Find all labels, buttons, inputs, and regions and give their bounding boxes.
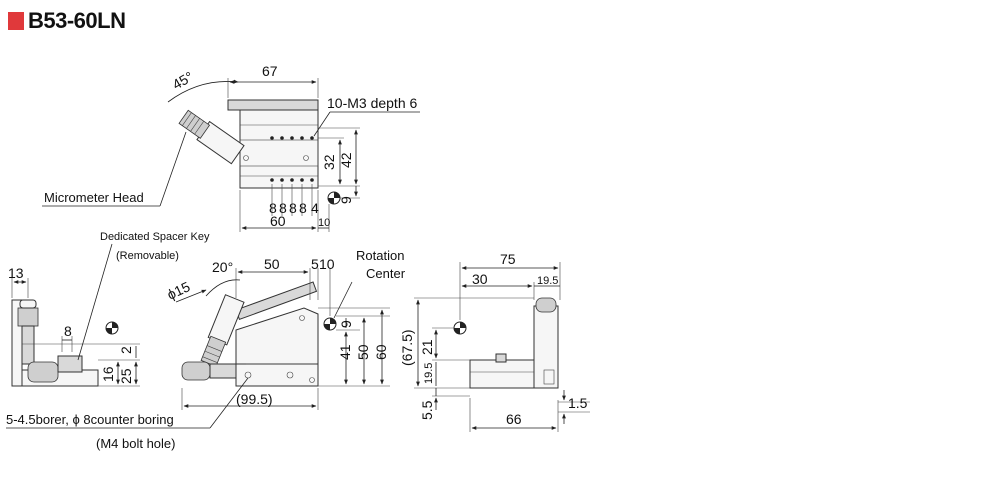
right-w75-label: 75: [500, 251, 516, 267]
right-w66-label: 66: [506, 411, 522, 427]
right-h195-label: 19.5: [423, 363, 435, 384]
right-base-plate: [469, 359, 535, 389]
left-view: 13 8 2 16 25 Dedicated Spacer Key (Remov…: [8, 231, 210, 387]
center-label: Center: [366, 266, 406, 281]
right-w15-label: 1.5: [568, 395, 588, 411]
page-title: B53-60LN: [28, 8, 126, 33]
top-h42-label: 42: [338, 152, 354, 168]
left-micrometer-knurl: [17, 307, 39, 327]
top-pitch-4: 8: [299, 200, 307, 216]
right-h55-label: 5.5: [419, 400, 435, 420]
right-micrometer-knurl: [535, 297, 557, 313]
title-marker-icon: [8, 12, 24, 30]
front-w10-label: 10: [319, 256, 335, 272]
front-angle-label: 20°: [212, 259, 233, 275]
top-center-marker-icon: [327, 191, 341, 205]
bolt-label: (M4 bolt hole): [96, 436, 175, 451]
top-width-label: 67: [262, 63, 278, 79]
front-w5-label: 5: [311, 256, 319, 272]
front-h50-label: 50: [355, 344, 371, 360]
micrometer-head-label: Micrometer Head: [44, 190, 144, 205]
front-w995-label: (99.5): [236, 391, 273, 407]
left-h16-label: 16: [100, 366, 116, 382]
top-pitch-5: 4: [311, 200, 319, 216]
front-drive-knob: [181, 361, 211, 381]
right-vertical-plate: [533, 305, 559, 389]
front-h9-label: 9: [338, 320, 354, 328]
left-h2-label: 2: [118, 346, 134, 354]
front-micrometer-head: [200, 294, 245, 367]
top-pitch-1: 8: [269, 200, 277, 216]
top-w10-label: 10: [318, 217, 330, 229]
front-view: 20° ϕ15 50 5 10 Rotation Center 9 41 50 …: [6, 248, 406, 451]
right-center-marker-icon: [453, 321, 467, 335]
front-w50-label: 50: [264, 256, 280, 272]
top-micrometer-head: [178, 109, 245, 165]
title-block: B53-60LN: [8, 8, 126, 34]
right-w195-label: 19.5: [537, 275, 558, 287]
left-h25-label: 25: [118, 368, 134, 384]
top-view: 45° 67 10-M3 depth 6 32 42 9 8 8 8 8: [42, 63, 420, 232]
top-pitch-2: 8: [279, 200, 287, 216]
top-pitch-3: 8: [289, 200, 297, 216]
top-h32-label: 32: [321, 154, 337, 170]
top-holes-label: 10-M3 depth 6: [327, 95, 417, 111]
spacer-key-label: Dedicated Spacer Key: [100, 231, 210, 243]
top-stage-slide: [239, 139, 319, 167]
left-d8-label: 8: [64, 323, 72, 339]
top-h9-label: 9: [338, 196, 354, 204]
top-stage-body: [239, 99, 319, 189]
bore-label: 5-4.5borer, ϕ 8counter boring: [6, 412, 174, 427]
left-drive-knob: [27, 361, 59, 383]
top-w60-label: 60: [270, 213, 286, 229]
front-base: [235, 363, 319, 387]
top-mounting-holes: [243, 136, 314, 182]
spacer-removable-label: (Removable): [116, 250, 179, 262]
top-stage-plate: [227, 99, 319, 111]
right-view: 75 30 19.5 (67.5) 21 19.5 5.5 66 1.5: [399, 251, 590, 432]
left-w13-label: 13: [8, 265, 24, 281]
front-h41-label: 41: [337, 344, 353, 360]
rotation-label: Rotation: [356, 248, 404, 263]
left-center-marker-icon: [105, 321, 119, 335]
right-w30-label: 30: [472, 271, 488, 287]
front-dia-label: ϕ15: [165, 278, 193, 302]
front-center-marker-icon: [323, 317, 337, 331]
right-h675-label: (67.5): [399, 329, 415, 366]
top-angle-label: 45°: [170, 68, 196, 92]
front-h60-label: 60: [373, 344, 389, 360]
right-h21-label: 21: [419, 339, 435, 355]
